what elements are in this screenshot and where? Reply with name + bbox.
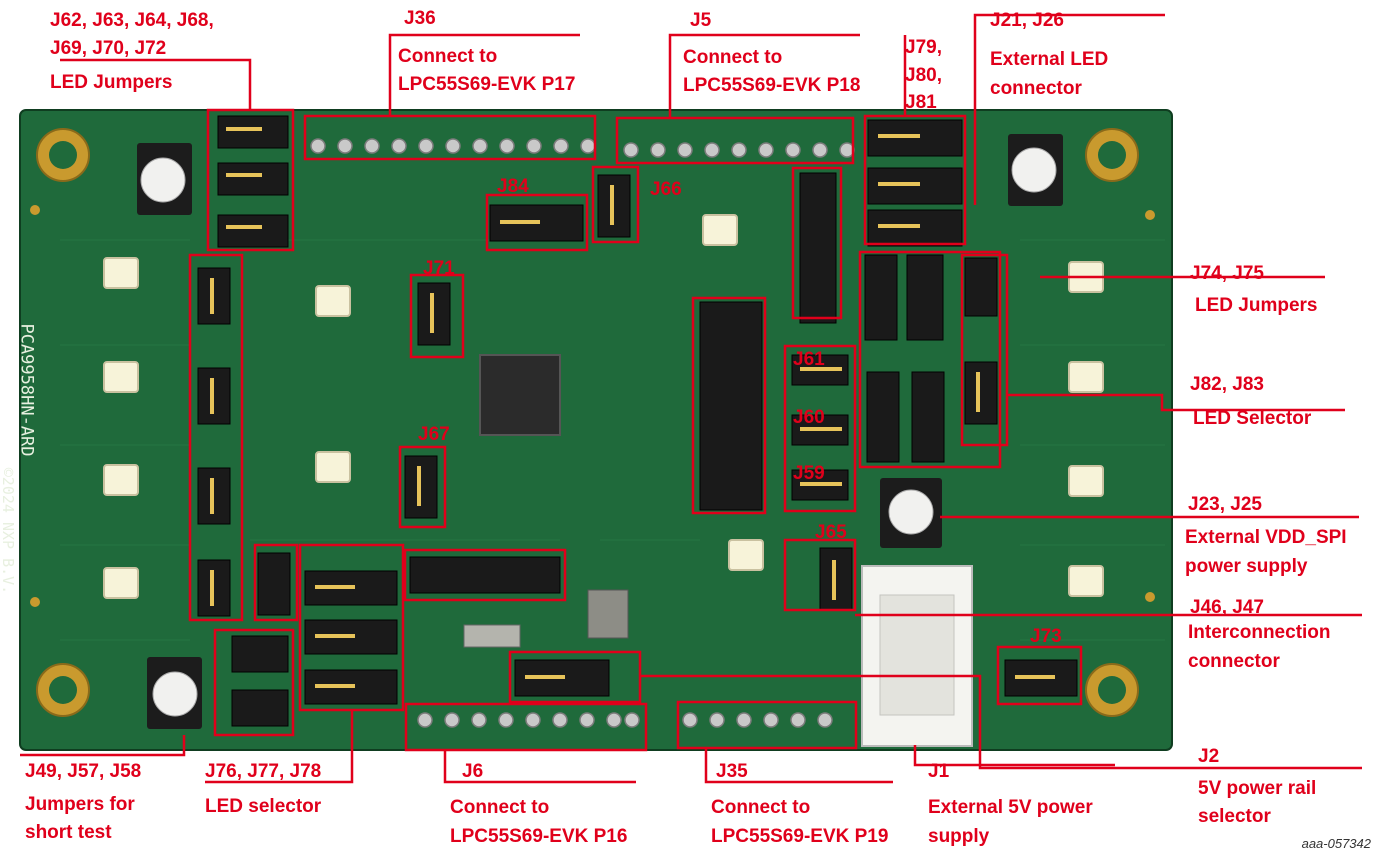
label-j81-id: J81 — [905, 92, 937, 113]
white-leds — [103, 214, 1104, 599]
small-vias — [30, 205, 1155, 607]
leader-lines — [20, 13, 1362, 784]
label-led-jumpers-top-ids-2: J69, J70, J72 — [50, 38, 167, 59]
label-j21-desc: External LED — [990, 49, 1109, 70]
label-j66: J66 — [650, 179, 682, 200]
label-j35-desc: Connect to — [711, 797, 811, 818]
label-j21-id: J21, J26 — [990, 10, 1064, 31]
label-j6-id: J6 — [462, 761, 484, 782]
white-power-connector — [861, 565, 973, 747]
label-j82-desc: LED Selector — [1193, 408, 1312, 429]
board-copyright: ©2024 NXP B.V. — [0, 467, 18, 595]
board-side-text: PCA9958HN-ARD — [16, 323, 37, 457]
label-j5-id: J5 — [690, 10, 712, 31]
label-j49-desc2: short test — [25, 822, 112, 843]
rgb-leds — [137, 134, 1063, 729]
figure-id: aaa-057342 — [1301, 836, 1371, 851]
label-j2-id: J2 — [1198, 746, 1220, 767]
label-j23-id: J23, J25 — [1188, 494, 1262, 515]
label-j60: J60 — [793, 407, 825, 428]
fuse — [463, 624, 521, 648]
label-j1-desc: External 5V power — [928, 797, 1093, 818]
label-j59: J59 — [793, 463, 825, 484]
label-j74-desc: LED Jumpers — [1195, 295, 1318, 316]
label-j71: J71 — [423, 258, 455, 279]
label-j36-desc2: LPC55S69-EVK P17 — [398, 74, 576, 95]
label-j36-desc: Connect to — [398, 46, 498, 67]
label-j1-desc2: supply — [928, 826, 990, 847]
jumper-shunts — [210, 127, 1055, 688]
label-j46-id: J46, J47 — [1190, 597, 1264, 618]
label-j67: J67 — [418, 424, 450, 445]
label-j79-id: J79, — [905, 37, 942, 58]
label-j73: J73 — [1030, 626, 1062, 647]
label-j21-desc2: connector — [990, 78, 1082, 99]
main-ic — [479, 354, 561, 436]
label-j49-id: J49, J57, J58 — [25, 761, 142, 782]
label-j76-desc: LED selector — [205, 796, 322, 817]
label-j6-desc: Connect to — [450, 797, 550, 818]
label-j35-id: J35 — [716, 761, 748, 782]
label-j84: J84 — [497, 176, 529, 197]
label-j23-desc2: power supply — [1185, 556, 1308, 577]
label-j82-id: J82, J83 — [1190, 374, 1264, 395]
label-j2-desc2: selector — [1198, 806, 1271, 827]
label-j6-desc2: LPC55S69-EVK P16 — [450, 826, 628, 847]
label-j80-id: J80, — [905, 65, 942, 86]
label-j46-desc2: connector — [1188, 651, 1280, 672]
label-j36-id: J36 — [404, 8, 436, 29]
label-j5-desc: Connect to — [683, 47, 783, 68]
label-j23-desc: External VDD_SPI — [1185, 527, 1347, 548]
label-led-jumpers-top-ids-1: J62, J63, J64, J68, — [50, 10, 214, 31]
label-j5-desc2: LPC55S69-EVK P18 — [683, 75, 861, 96]
label-j76-id: J76, J77, J78 — [205, 761, 322, 782]
label-j46-desc: Interconnection — [1188, 622, 1331, 643]
label-j74-id: J74, J75 — [1190, 263, 1264, 284]
label-led-jumpers-top-desc: LED Jumpers — [50, 72, 173, 93]
callout-boxes — [188, 108, 1083, 752]
label-j49-desc: Jumpers for — [25, 794, 135, 815]
label-j2-desc: 5V power rail — [1198, 778, 1317, 799]
label-j65: J65 — [815, 522, 847, 543]
label-j35-desc2: LPC55S69-EVK P19 — [711, 826, 889, 847]
label-j1-id: J1 — [928, 761, 950, 782]
inductor — [587, 589, 629, 639]
label-j61: J61 — [793, 349, 825, 370]
